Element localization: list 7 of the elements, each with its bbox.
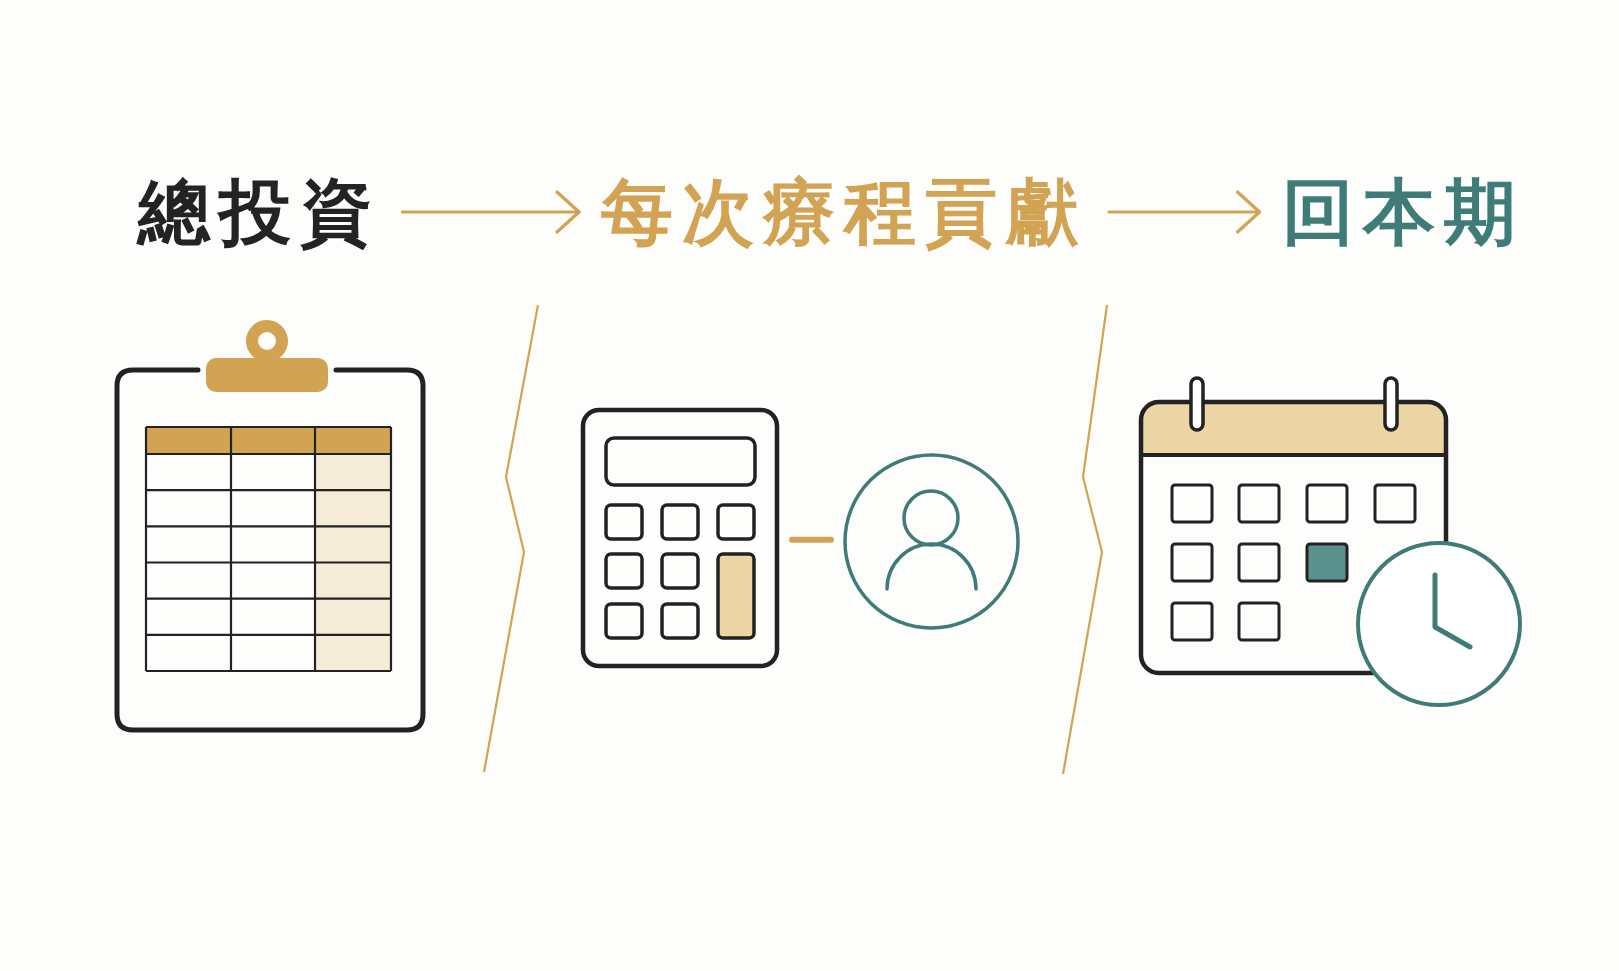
arrow	[400, 190, 581, 234]
step-title: 回本期	[1281, 176, 1525, 248]
calculator-illustration	[580, 407, 780, 669]
person-icon	[843, 453, 1020, 630]
connector-line	[789, 536, 834, 543]
arrow	[1107, 190, 1262, 234]
clipboard-illustration	[114, 318, 426, 734]
